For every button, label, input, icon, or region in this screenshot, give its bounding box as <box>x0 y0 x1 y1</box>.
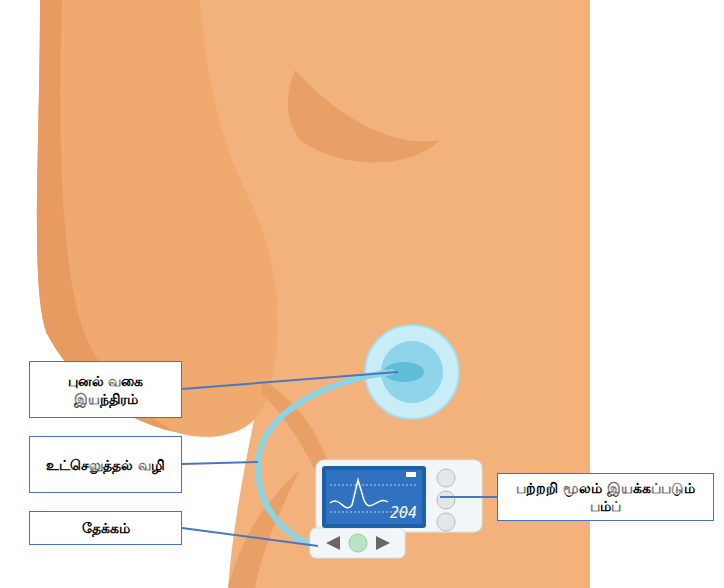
label-box: பற்றறி மூலம் இயக்கப்படும் பம்ப் <box>497 473 714 521</box>
screen-inner <box>326 470 422 524</box>
box-text: பற்றறி மூலம் இயக்கப்படும் பம்ப் <box>504 479 707 515</box>
leader-line <box>182 372 398 389</box>
label-box: உட்செலுத்தல் வழி <box>29 436 182 493</box>
arrow-left <box>326 536 340 550</box>
label-box: புனல் வகை இயந்திரம் <box>29 361 182 418</box>
box-text: புனல் வகை இயந்திரம் <box>36 372 175 408</box>
leader-line <box>182 528 318 546</box>
box-text: தேக்கம் <box>82 519 130 537</box>
battery-icon <box>406 472 416 477</box>
chest-shade <box>288 70 440 163</box>
pump-button <box>437 469 455 487</box>
leader-line <box>440 496 497 498</box>
label-box: தேக்கம் <box>29 511 182 545</box>
waveform <box>330 480 388 508</box>
green-button <box>349 534 367 552</box>
pump-button <box>437 513 455 531</box>
leader-line <box>182 462 258 464</box>
arrow-right <box>376 536 390 550</box>
reservoir-bar <box>310 528 405 558</box>
pump-screen <box>322 466 426 528</box>
pump-button <box>437 491 455 509</box>
box-text: உட்செலுத்தல் வழி <box>46 456 165 474</box>
screen-reading: 204 <box>390 504 417 522</box>
